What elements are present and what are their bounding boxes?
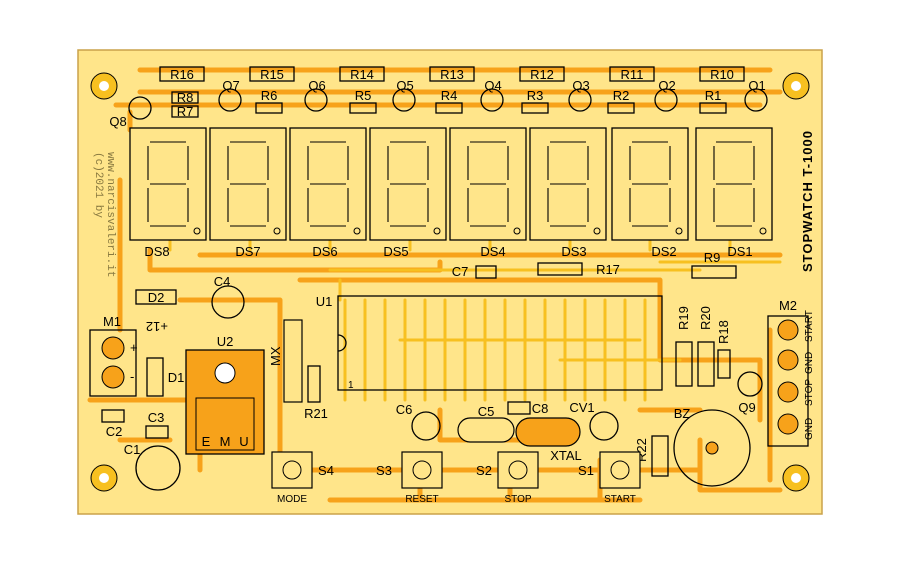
transistor-row: Q8 Q7 Q6 Q5 Q4 Q3 Q2 Q1 — [109, 78, 768, 129]
m2-label: M2 — [779, 298, 797, 313]
display-ds1-label: DS1 — [727, 244, 752, 259]
capacitor-c4-label: C4 — [214, 274, 231, 289]
capacitor-c8-label: C8 — [532, 401, 549, 416]
credit-line-2: www.narcisvaleri.it — [104, 152, 116, 277]
transistor-q3-label: Q3 — [572, 78, 589, 93]
capacitor-c5-label: C5 — [478, 404, 495, 419]
u2-pin-u: U — [239, 434, 248, 449]
m1-terminal: M1 + - — [89, 314, 138, 397]
capacitor-c2-label: C2 — [106, 424, 123, 439]
resistor-r8-label: R8 — [177, 90, 194, 105]
u1-label: U1 — [316, 294, 333, 309]
switch-reset-caption: RESET — [405, 494, 438, 505]
switch-s4[interactable]: S4 MODE — [271, 451, 334, 505]
switch-s1[interactable]: S1 START — [578, 451, 641, 505]
display-ds3-label: DS3 — [561, 244, 586, 259]
mx-label: MX — [268, 346, 283, 366]
m2-terminal: M2 START GND STOP GND — [767, 298, 815, 447]
m2-terminal-gnd-1: GND — [804, 352, 815, 374]
board-title: STOPWATCH T-1000 — [800, 130, 815, 272]
switch-start-caption: START — [604, 494, 636, 505]
display-row: DS8 DS7 DS6 DS5 DS4 DS3 DS2 DS1 — [129, 127, 773, 259]
xtal-label: XTAL — [550, 448, 582, 463]
resistor-r6-label: R6 — [261, 88, 278, 103]
supply-label: +12 — [146, 319, 168, 334]
diode-d1-label: D1 — [168, 370, 185, 385]
switch-s3[interactable]: S3 RESET — [376, 451, 443, 505]
u2-label: U2 — [217, 334, 234, 349]
mid-resistor-row: R6 R5 R4 R3 R2 R1 — [255, 88, 727, 114]
transistor-q6-label: Q6 — [308, 78, 325, 93]
resistor-r10-label: R10 — [710, 67, 734, 82]
u1-ic: U1 1 — [316, 294, 663, 391]
m2-terminal-stop: STOP — [804, 379, 815, 406]
switch-s1-label: S1 — [578, 463, 594, 478]
resistor-r4-label: R4 — [441, 88, 458, 103]
capacitor-c1-label: C1 — [124, 442, 141, 457]
resistor-r17-label: R17 — [596, 262, 620, 277]
resistor-r1-label: R1 — [705, 88, 722, 103]
m1-minus: - — [130, 369, 134, 384]
transistor-q7-label: Q7 — [222, 78, 239, 93]
resistor-r15-label: R15 — [260, 67, 284, 82]
u2-pin-e: E — [202, 434, 211, 449]
u2-pin-m: M — [220, 434, 231, 449]
credit-line-1: (c)2021 by — [92, 152, 104, 218]
trimmer-cv1-label: CV1 — [569, 400, 594, 415]
m2-terminal-start: START — [804, 310, 815, 342]
switch-s3-label: S3 — [376, 463, 392, 478]
switch-s2[interactable]: S2 STOP — [476, 451, 539, 505]
display-ds5-label: DS5 — [383, 244, 408, 259]
m2-terminal-gnd-2: GND — [804, 418, 815, 440]
u2-regulator: U2 E M U — [185, 334, 265, 455]
transistor-q8-label: Q8 — [109, 114, 126, 129]
display-ds2-label: DS2 — [651, 244, 676, 259]
capacitor-c3-label: C3 — [148, 410, 165, 425]
resistor-r7-label: R7 — [177, 104, 194, 119]
mounting-holes — [90, 72, 810, 492]
transistor-q4-label: Q4 — [484, 78, 501, 93]
u1-pin1-label: 1 — [348, 380, 354, 391]
resistors-r8-r7: R8 R7 — [171, 90, 199, 119]
m1-label: M1 — [103, 314, 121, 329]
transistor-q2-label: Q2 — [658, 78, 675, 93]
m1-plus: + — [130, 340, 138, 355]
resistor-r12-label: R12 — [530, 67, 554, 82]
top-resistor-row: R16 R15 R14 R13 R12 R11 R10 — [159, 66, 745, 82]
resistor-r19-label: R19 — [676, 306, 691, 330]
resistor-r3-label: R3 — [527, 88, 544, 103]
transistor-q1-label: Q1 — [748, 78, 765, 93]
capacitor-c7-label: C7 — [452, 264, 469, 279]
transistor-q9-label: Q9 — [738, 400, 755, 415]
switch-stop-caption: STOP — [504, 494, 531, 505]
switch-s2-label: S2 — [476, 463, 492, 478]
capacitor-c6-label: C6 — [396, 402, 413, 417]
resistor-r5-label: R5 — [355, 88, 372, 103]
display-ds4-label: DS4 — [480, 244, 505, 259]
resistor-r13-label: R13 — [440, 67, 464, 82]
display-ds6-label: DS6 — [312, 244, 337, 259]
resistor-r18-label: R18 — [716, 320, 731, 344]
buzzer-bz-label: BZ — [674, 406, 691, 421]
switch-mode-caption: MODE — [277, 494, 307, 505]
resistor-r21-label: R21 — [304, 406, 328, 421]
resistor-r11-label: R11 — [621, 67, 644, 82]
resistor-r16-label: R16 — [170, 67, 194, 82]
display-ds8-label: DS8 — [144, 244, 169, 259]
resistor-r2-label: R2 — [613, 88, 630, 103]
diode-d2-label: D2 — [148, 290, 165, 305]
switch-s4-label: S4 — [318, 463, 334, 478]
display-ds7-label: DS7 — [235, 244, 260, 259]
transistor-q5-label: Q5 — [396, 78, 413, 93]
resistor-r14-label: R14 — [350, 67, 374, 82]
resistor-r9-label: R9 — [704, 250, 721, 265]
resistor-r20-label: R20 — [698, 306, 713, 330]
